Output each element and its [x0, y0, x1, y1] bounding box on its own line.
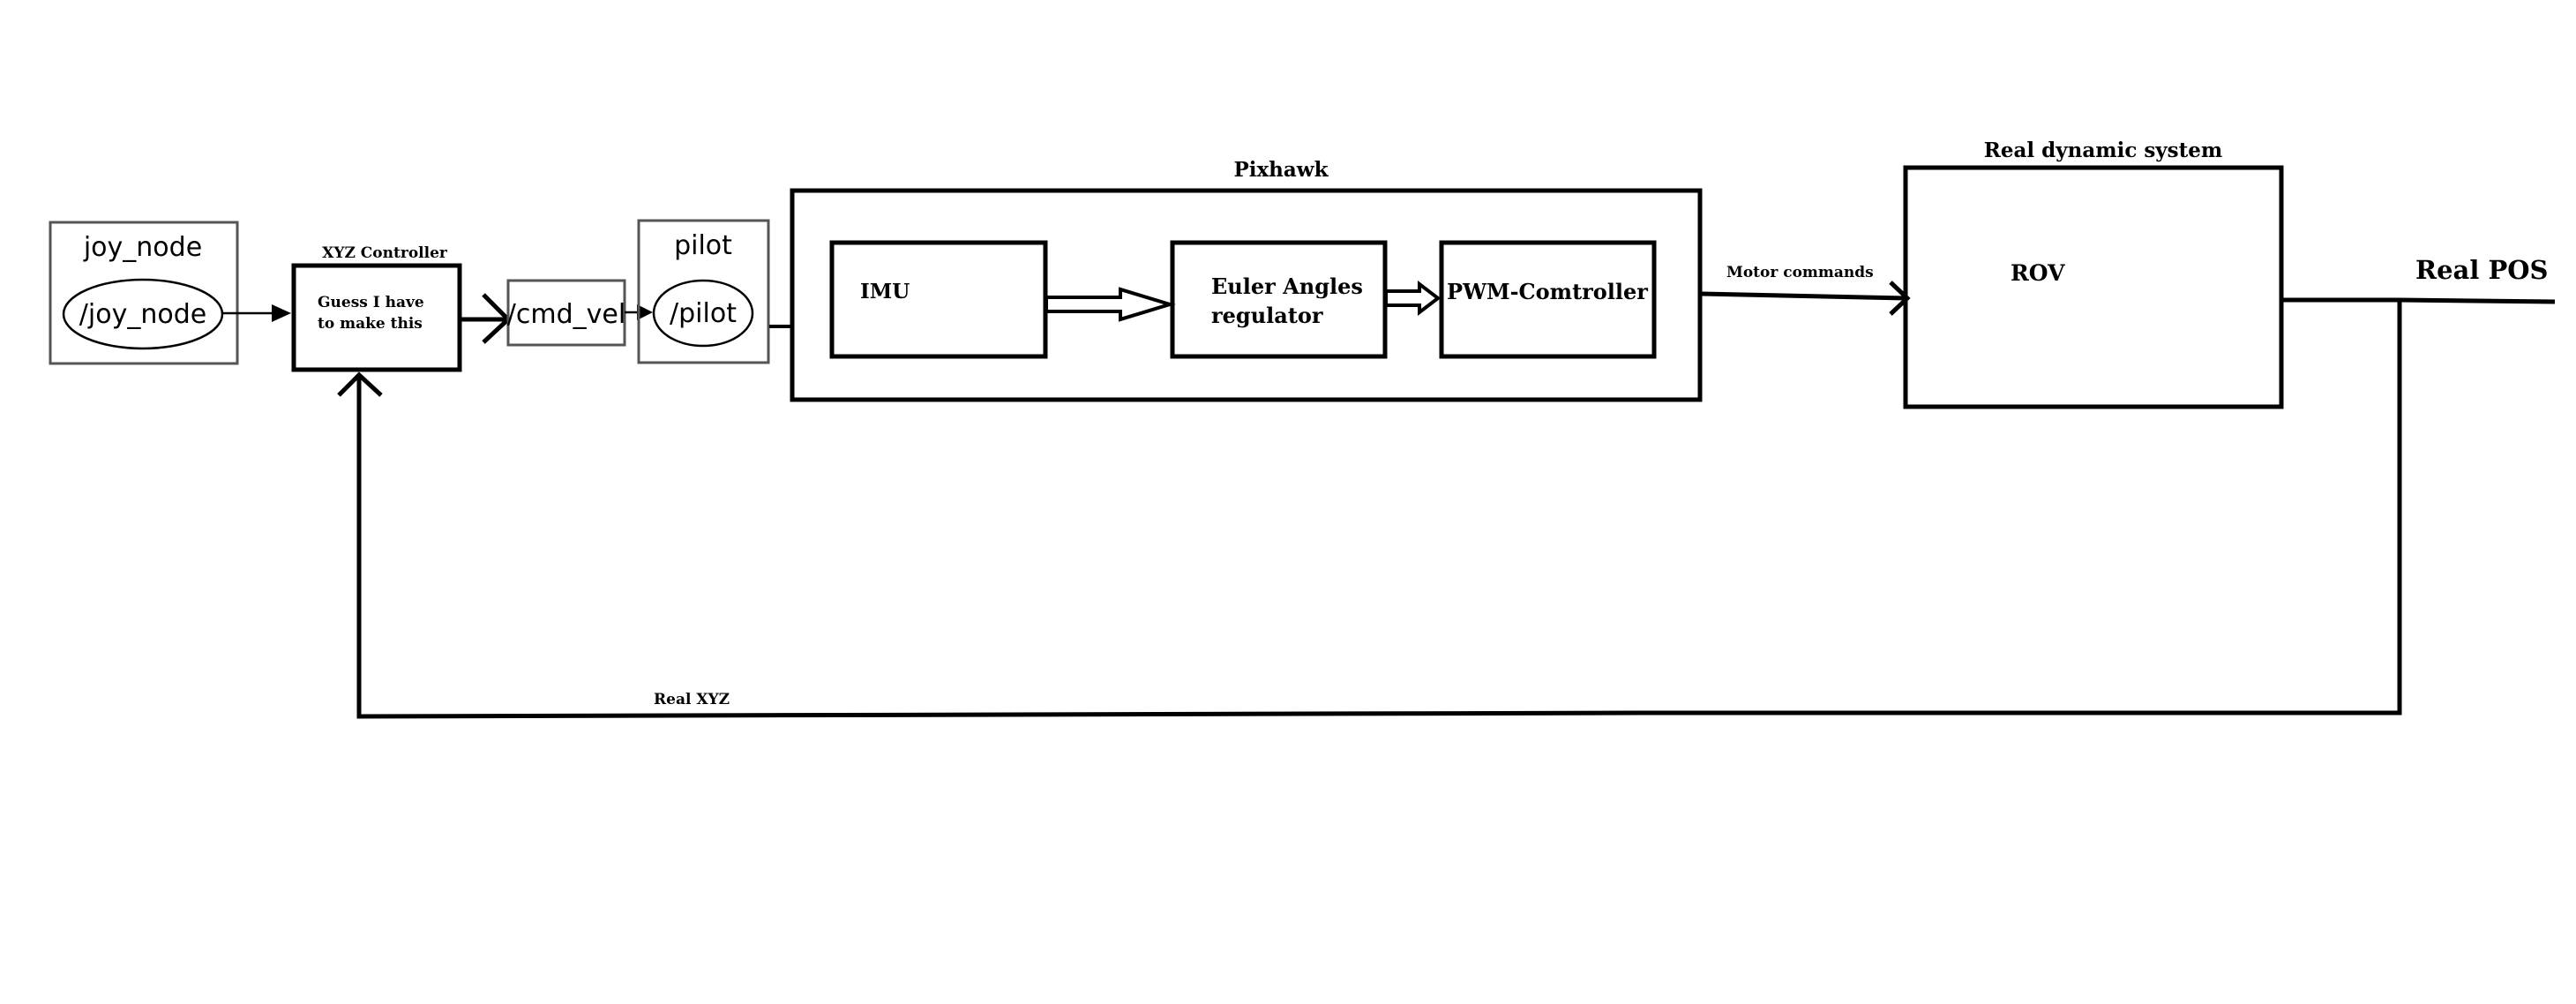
joy-node-title: joy_node: [83, 232, 202, 263]
real-system-title: Real dynamic system: [1984, 139, 2222, 162]
feedback-line: [356, 300, 2402, 719]
real-xyz-label: Real XYZ: [654, 691, 730, 708]
arrowhead-joy-to-xyz: [272, 304, 291, 322]
arrowhead-feedback-to-xyz: [337, 371, 383, 397]
pwm-controller-label: PWM-Comtroller: [1447, 279, 1648, 304]
pixhawk-box: [790, 188, 1703, 402]
arrow-pixhawk-to-rov: [1701, 291, 1906, 301]
rov-label: ROV: [2011, 260, 2065, 286]
euler-regulator-box: [1170, 240, 1388, 359]
euler-regulator-line1: Euler Angles: [1211, 273, 1363, 299]
cmd-vel-label: /cmd_vel: [507, 299, 625, 330]
euler-regulator-line2: regulator: [1211, 303, 1323, 328]
pilot-title: pilot: [674, 230, 732, 261]
joy-node-ellipse: [62, 278, 224, 350]
hollow-arrow-imu-to-euler: [1045, 287, 1176, 322]
imu-label: IMU: [860, 280, 910, 303]
arrowhead-cmdvel-to-pilot: [637, 304, 653, 320]
real-system-box: [1903, 165, 2284, 409]
output-line: [2281, 297, 2556, 304]
pilot-ellipse: [652, 279, 754, 348]
xyz-controller-line2: to make this: [318, 315, 423, 333]
hollow-arrow-euler-to-pwm: [1384, 280, 1442, 317]
pilot-label: /pilot: [670, 298, 737, 329]
motor-commands-label: Motor commands: [1726, 264, 1874, 281]
xyz-controller-line1: Guess I have: [318, 294, 424, 311]
joy-node-label: /joy_node: [79, 299, 206, 330]
pilot-box: [637, 219, 770, 364]
xyz-controller-caption: XYZ Controller: [322, 244, 448, 262]
real-pos-label: Real POS: [2415, 255, 2548, 285]
pwm-controller-box: [1439, 240, 1657, 359]
joy-node-box: [49, 221, 239, 365]
pixhawk-title: Pixhawk: [1233, 158, 1329, 182]
